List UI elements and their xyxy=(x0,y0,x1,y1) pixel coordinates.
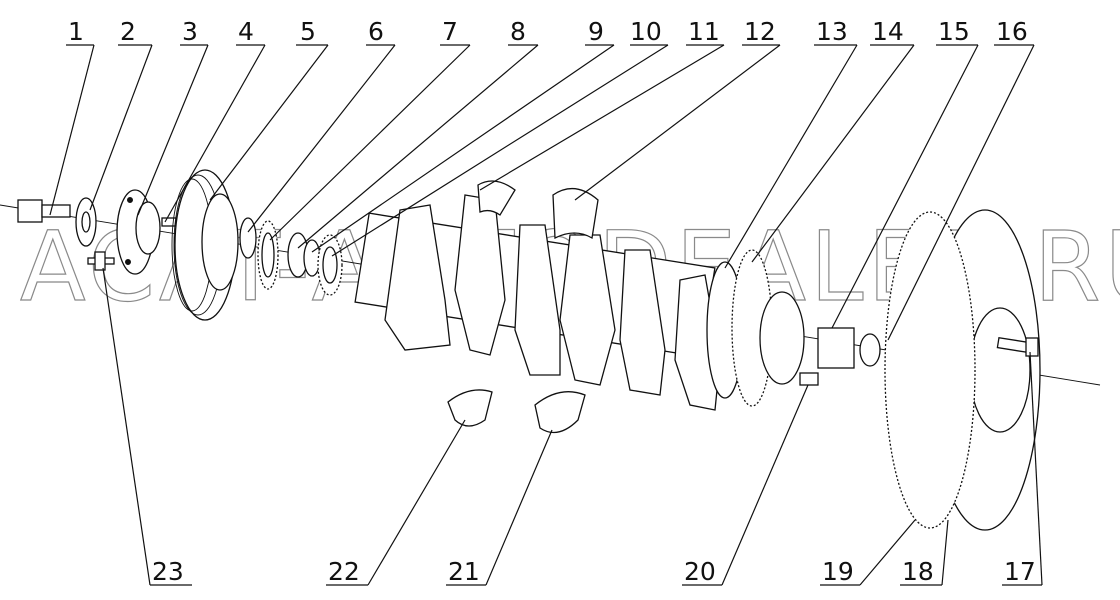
callout-19: 19 xyxy=(822,557,854,586)
part-14-ring-gear xyxy=(731,249,805,407)
part-21-lower-shell xyxy=(534,391,586,434)
callout-7: 7 xyxy=(442,17,458,46)
callout-labels: 1 2 3 4 5 6 7 8 9 10 11 12 13 14 15 16 2… xyxy=(68,17,1036,586)
callout-12: 12 xyxy=(744,17,776,46)
callout-13: 13 xyxy=(816,17,848,46)
callout-4: 4 xyxy=(238,17,254,46)
part-2-washer xyxy=(75,197,97,247)
callout-9: 9 xyxy=(588,17,604,46)
part-22-lower-shell xyxy=(447,389,493,427)
part-9-ring xyxy=(303,239,321,277)
callout-17: 17 xyxy=(1004,557,1036,586)
callout-14: 14 xyxy=(872,17,904,46)
callout-15: 15 xyxy=(938,17,970,46)
callout-5: 5 xyxy=(300,17,316,46)
part-upper-shell xyxy=(477,180,516,216)
callout-21: 21 xyxy=(448,557,480,586)
callout-1: 1 xyxy=(68,17,84,46)
part-10-timing-gear xyxy=(317,234,343,296)
callout-2: 2 xyxy=(120,17,136,46)
part-7-gear xyxy=(257,220,279,290)
part-6-spacer xyxy=(239,217,257,259)
callout-18: 18 xyxy=(902,557,934,586)
part-3-hub xyxy=(116,189,161,275)
callout-22: 22 xyxy=(328,557,360,586)
part-5-pulley xyxy=(171,169,239,321)
leader-lines-top xyxy=(49,44,1035,341)
leader-lines-bottom xyxy=(102,267,1043,586)
part-20-dowel xyxy=(799,372,819,386)
part-12-bearing-shell xyxy=(552,188,599,240)
part-17-flywheel-bolt xyxy=(996,336,1039,357)
callout-3: 3 xyxy=(182,17,198,46)
callout-6: 6 xyxy=(368,17,384,46)
part-11-crankshaft xyxy=(354,194,721,411)
callout-16: 16 xyxy=(996,17,1028,46)
part-19-starter-ring xyxy=(884,211,976,529)
callout-20: 20 xyxy=(684,557,716,586)
callout-10: 10 xyxy=(630,17,662,46)
part-15-bushing xyxy=(817,327,881,369)
part-1-bolt xyxy=(17,199,71,223)
callout-23: 23 xyxy=(152,557,184,586)
callout-11: 11 xyxy=(688,17,720,46)
part-23-screw xyxy=(87,251,115,271)
callout-8: 8 xyxy=(510,17,526,46)
